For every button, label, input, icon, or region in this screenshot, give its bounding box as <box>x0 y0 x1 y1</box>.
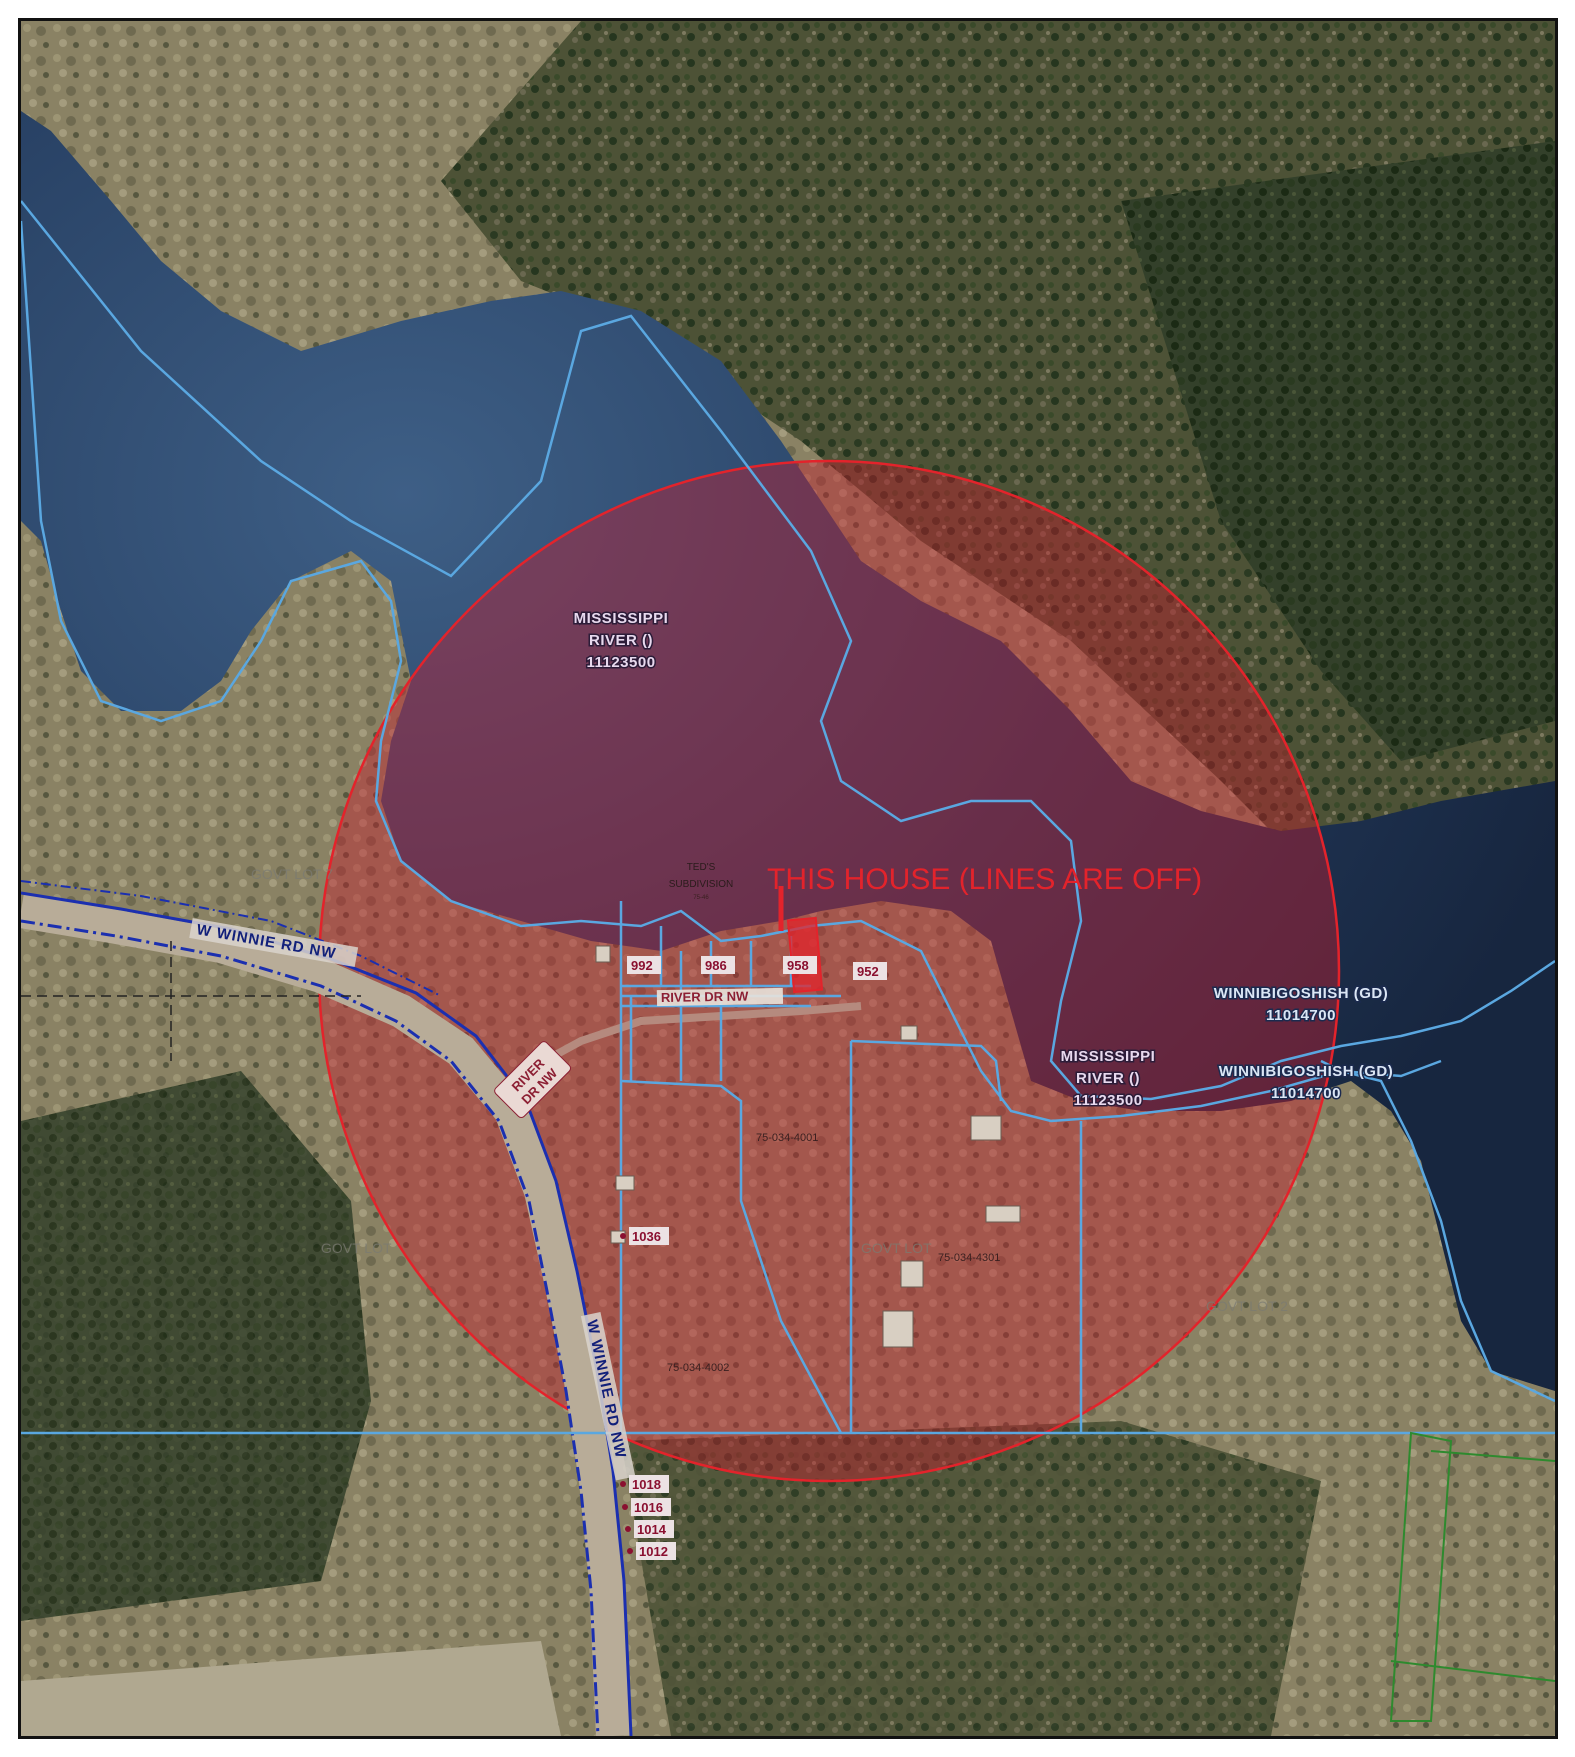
road-surface <box>21 894 630 1736</box>
clearing-southwest <box>21 1641 561 1736</box>
govt-lot-left-label: GOVT LOT <box>321 1240 392 1256</box>
subdivision-code: 75-46 <box>693 895 709 901</box>
subdivision-name-2: SUBDIVISION <box>669 879 733 890</box>
parcel-label-4002: 75-034-4002 <box>667 1362 729 1374</box>
river-water <box>21 111 1555 1391</box>
svg-text:1012: 1012 <box>639 1544 668 1559</box>
govt-lot-center-label: GOVT LOT <box>861 1240 932 1256</box>
govt-lot-upper-label: GOVT LOT 7 <box>251 866 333 882</box>
address-1036: 1036 <box>620 1227 669 1245</box>
green-parcel <box>1389 1431 1555 1722</box>
address-992: 992 <box>627 956 661 974</box>
address-958: 958 <box>783 956 817 974</box>
water-label-line1: WINNIBIGOSHISH (GD) <box>1214 985 1389 1002</box>
forest-northeast <box>1121 141 1555 761</box>
water-label-line2: RIVER () <box>1076 1070 1140 1087</box>
svg-text:952: 952 <box>857 964 879 979</box>
svg-text:1014: 1014 <box>637 1522 667 1537</box>
svg-text:992: 992 <box>631 958 653 973</box>
water-label-line2: RIVER () <box>589 632 653 649</box>
svg-text:1036: 1036 <box>632 1229 661 1244</box>
river-dr-label-group: RIVER DR NW <box>656 987 784 1007</box>
road-line-outer <box>21 880 442 997</box>
parcel-label-4301: 75-034-4301 <box>938 1252 1000 1264</box>
parcel-label-4001: 75-034-4001 <box>756 1132 818 1144</box>
svg-text:1016: 1016 <box>634 1500 663 1515</box>
forest-south <box>621 1421 1321 1736</box>
govt-lot-right-label: GOVT LOT 2 <box>1206 1298 1288 1314</box>
address-1014: 1014 <box>625 1520 674 1538</box>
water-label-line1: WINNIBIGOSHISH (GD) <box>1219 1063 1394 1080</box>
water-label-line3: 11123500 <box>586 654 655 671</box>
water-label-line1: MISSISSIPPI <box>574 610 669 627</box>
svg-text:1018: 1018 <box>632 1477 661 1492</box>
subdivision-name: TED'S <box>687 862 716 873</box>
aerial-map[interactable]: GOVT LOT 7 GOVT LOT GOVT LOT 2 GOVT LOT … <box>21 21 1555 1736</box>
water-label-line2: 11014700 <box>1266 1007 1336 1024</box>
address-labels: 992 986 958 952 1036 1018 1016 1014 1012 <box>620 956 887 1560</box>
survey-line <box>21 941 361 1061</box>
water-label-winnibigoshish-2: WINNIBIGOSHISH (GD) 11014700 <box>1217 1062 1394 1104</box>
house-highlight[interactable] <box>786 916 824 994</box>
address-1012: 1012 <box>627 1542 676 1560</box>
house-annotation: THIS HOUSE (LINES ARE OFF) <box>767 863 1202 896</box>
water-label-mississippi-1: MISSISSIPPI RIVER () 11123500 <box>572 609 669 673</box>
water-label-line2: 11014700 <box>1271 1085 1341 1102</box>
water-label-mississippi-2: MISSISSIPPI RIVER () 11123500 <box>1059 1047 1156 1111</box>
buffer-circle <box>317 459 1341 1483</box>
buildings <box>595 945 1021 1348</box>
address-1018: 1018 <box>620 1475 669 1493</box>
map-frame: GOVT LOT 7 GOVT LOT GOVT LOT 2 GOVT LOT … <box>18 18 1558 1739</box>
forest-southwest <box>21 1071 371 1621</box>
address-986: 986 <box>701 956 735 974</box>
svg-text:958: 958 <box>787 958 809 973</box>
svg-text:986: 986 <box>705 958 727 973</box>
address-1016: 1016 <box>622 1498 671 1516</box>
water-label-line3: 11123500 <box>1073 1092 1142 1109</box>
water-label-winnibigoshish-1: WINNIBIGOSHISH (GD) 11014700 <box>1212 984 1389 1026</box>
water-label-line1: MISSISSIPPI <box>1061 1048 1156 1065</box>
river-dr-label: RIVER DR NW <box>661 988 749 1005</box>
address-952: 952 <box>853 962 887 980</box>
subdivision-label: TED'S SUBDIVISION 75-46 <box>669 862 733 901</box>
